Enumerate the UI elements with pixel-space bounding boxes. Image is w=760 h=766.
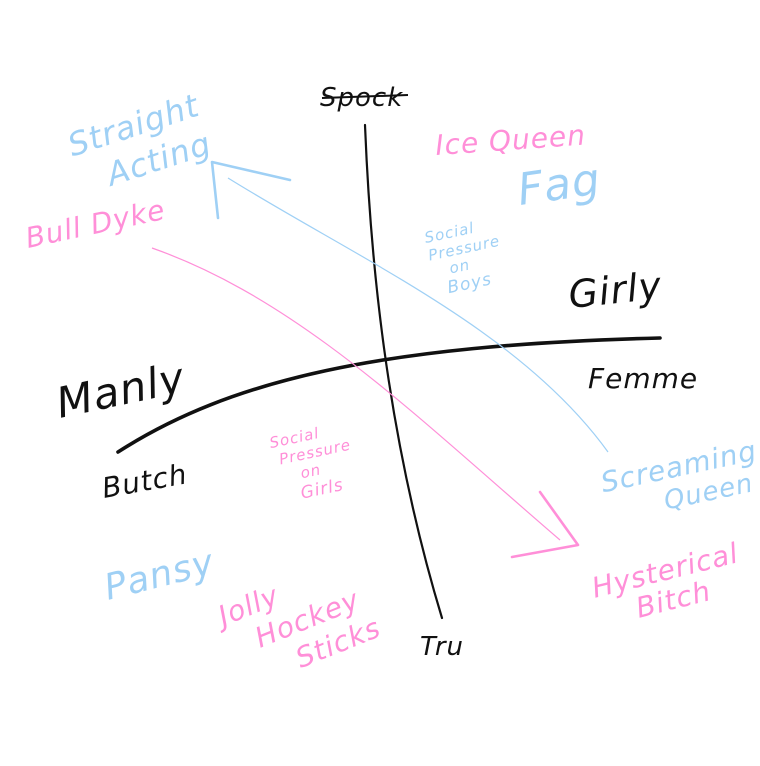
spock-underline	[321, 94, 409, 99]
label-spock: Spock	[320, 83, 403, 113]
label-tru: Tru	[420, 632, 464, 662]
svg-text:on: on	[448, 255, 472, 277]
label-social-pressure-boys: Social Pressure on Boys	[423, 219, 502, 298]
label-manly: Manly	[52, 353, 190, 428]
label-screaming-queen: Screaming Queen	[598, 434, 760, 517]
horizontal-axis-line	[116, 336, 662, 454]
label-jolly-hockey-sticks: Jolly Hockey Sticks	[209, 579, 386, 675]
vertical-axis-line	[363, 123, 444, 620]
label-bull-dyke: Bull Dyke	[23, 193, 169, 255]
label-femme: Femme	[588, 362, 698, 395]
blue-arrow-line	[227, 177, 609, 453]
label-social-pressure-girls: Social Pressure on Girls	[268, 424, 353, 504]
label-ice-queen: Ice Queen	[434, 119, 587, 162]
pink-arrow-line	[151, 247, 561, 541]
label-pansy: Pansy	[100, 542, 218, 609]
blue-arrow-head	[210, 160, 292, 220]
pink-arrow-head	[510, 490, 580, 559]
label-hysterical-bitch: Hysterical Bitch	[588, 536, 742, 624]
label-girly: Girly	[566, 263, 664, 317]
label-straight-acting: Straight Acting	[63, 86, 216, 194]
label-fag: Fag	[514, 154, 603, 216]
svg-text:on: on	[299, 460, 323, 482]
label-butch: Butch	[99, 457, 190, 504]
